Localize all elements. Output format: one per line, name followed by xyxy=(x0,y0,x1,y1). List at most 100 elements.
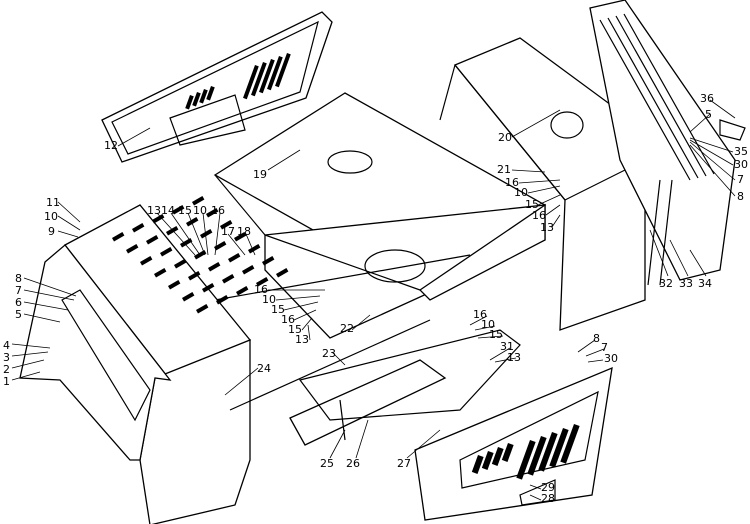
vent-slot xyxy=(202,282,215,293)
label: 11 xyxy=(46,196,60,209)
label: 8 xyxy=(15,272,22,285)
vent-slot xyxy=(243,65,259,100)
label: 10 xyxy=(44,210,58,223)
label: 16 xyxy=(505,176,519,189)
vent-slot xyxy=(206,207,219,218)
vent-slot xyxy=(126,244,139,254)
vent-slot xyxy=(251,61,267,97)
vent-slot xyxy=(222,273,235,284)
label: 29 xyxy=(541,481,555,494)
label: 32 xyxy=(659,277,673,290)
vent-slot xyxy=(236,285,249,296)
label: 10 xyxy=(481,318,495,331)
label: 7 xyxy=(601,341,608,354)
vent-slot xyxy=(172,205,185,215)
front-door-27 xyxy=(414,366,613,521)
label: 13 xyxy=(147,204,161,217)
vent-slot xyxy=(168,279,181,290)
vent-slot xyxy=(501,443,514,462)
label: 7 xyxy=(15,284,22,297)
vent-slot xyxy=(152,214,165,224)
vent-slot xyxy=(174,258,187,269)
vent-slot xyxy=(208,261,221,272)
vent-slot xyxy=(146,234,159,245)
label: 16 xyxy=(254,283,268,296)
vent-slot xyxy=(166,226,179,236)
label: 19 xyxy=(253,168,267,181)
vent-slot xyxy=(192,196,205,206)
label: 22 xyxy=(340,322,354,335)
bottom-plank-25-26 xyxy=(289,329,521,446)
vent-slot xyxy=(228,252,241,263)
label: 7 xyxy=(737,173,744,186)
label: 13 xyxy=(540,221,554,234)
label: 20 xyxy=(498,131,512,144)
label: 24 xyxy=(257,362,271,375)
vent-slot xyxy=(140,255,153,266)
vent-slot xyxy=(199,89,208,104)
label: 12 xyxy=(104,139,118,152)
vent-slot xyxy=(216,294,229,305)
vent-slot xyxy=(206,85,215,101)
vent-slot xyxy=(182,291,195,302)
vent-slot xyxy=(112,232,125,242)
vent-slot xyxy=(256,276,269,287)
label: 8 xyxy=(593,332,600,345)
label: 17 xyxy=(221,225,235,238)
label: 10 xyxy=(514,186,528,199)
vent-slot xyxy=(220,219,233,230)
vent-slot xyxy=(186,217,199,227)
vent-slot xyxy=(248,243,261,254)
vent-slot xyxy=(185,94,194,110)
vent-slot xyxy=(276,267,289,278)
label: 31 xyxy=(500,340,514,353)
label: 30 xyxy=(734,158,748,171)
label: 15 xyxy=(288,323,302,336)
vent-slot xyxy=(154,267,167,278)
label: 16 xyxy=(532,209,546,222)
label: 18 xyxy=(237,225,251,238)
label: 15 xyxy=(489,328,503,341)
label: 28 xyxy=(541,492,555,505)
label: 13 xyxy=(507,351,521,364)
label: 33 xyxy=(679,277,693,290)
label: 35 xyxy=(734,145,748,158)
label: 3 xyxy=(3,351,10,364)
vent-slot xyxy=(242,264,255,275)
label: 36 xyxy=(700,92,714,105)
vent-slot xyxy=(200,228,213,239)
vent-slot xyxy=(481,450,494,470)
vent-slot xyxy=(516,440,536,480)
vent-slot xyxy=(214,240,227,251)
vent-slot xyxy=(234,231,247,242)
label: 4 xyxy=(3,339,10,352)
label: 16 xyxy=(281,313,295,326)
top-cover-panel-12 xyxy=(101,11,333,163)
label: 8 xyxy=(737,190,744,203)
vent-slot xyxy=(491,447,504,466)
label: 1 xyxy=(3,375,10,388)
vent-slot xyxy=(132,222,145,233)
label: 16 xyxy=(473,308,487,321)
label: 5 xyxy=(705,108,712,121)
label: 25 xyxy=(320,457,334,470)
label: 15 xyxy=(271,303,285,316)
side-door-32-34 xyxy=(589,0,746,286)
vent-slot xyxy=(275,52,291,88)
vent-slot xyxy=(549,428,569,468)
vent-slot xyxy=(538,432,558,472)
vent-slot xyxy=(259,58,275,94)
vent-slot xyxy=(196,303,209,314)
label: 15 xyxy=(178,204,192,217)
part-number-labels: 1 2 3 4 5 6 7 8 9 10 11 12 13 14 15 10 1… xyxy=(3,92,748,505)
vent-slot xyxy=(160,246,173,257)
vent-slot xyxy=(527,436,547,476)
vent-slot xyxy=(267,56,283,91)
vent-slot xyxy=(188,270,201,281)
central-box-19-22 xyxy=(213,92,547,339)
label: 10 xyxy=(193,204,207,217)
left-housing-24 xyxy=(19,196,431,524)
label: 5 xyxy=(15,308,22,321)
label: 16 xyxy=(211,204,225,217)
